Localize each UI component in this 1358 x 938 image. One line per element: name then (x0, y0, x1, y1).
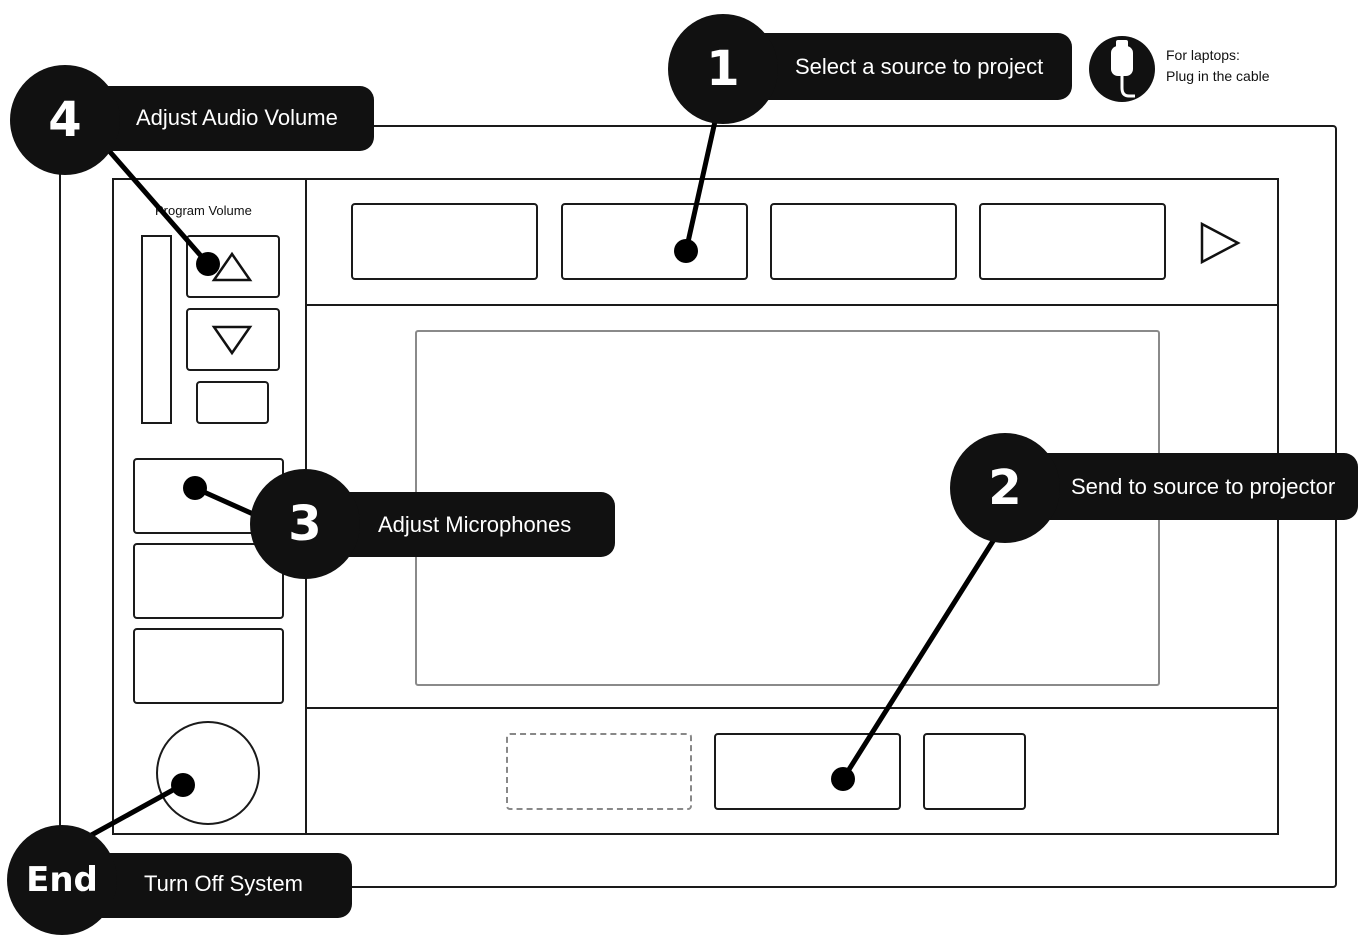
target-dot-source (674, 239, 698, 263)
bottom-small-button[interactable] (923, 733, 1026, 810)
callout-2-text: Send to source to projector (1071, 474, 1336, 499)
target-dot-send (831, 767, 855, 791)
callout-2-badge: 2 (950, 433, 1060, 543)
usb-cable-icon (1089, 36, 1155, 102)
volume-mute-button[interactable] (196, 381, 269, 424)
callout-3-badge: 3 (250, 469, 360, 579)
program-volume-label: Program Volume (155, 203, 252, 218)
triangle-up-icon (211, 251, 253, 282)
triangle-down-icon (211, 325, 253, 356)
callout-end-text: Turn Off System (144, 871, 303, 896)
send-to-projector-button[interactable] (714, 733, 901, 810)
microphone-button-3[interactable] (133, 628, 284, 704)
callout-2-pill (1006, 453, 1358, 520)
source-button-1[interactable] (351, 203, 538, 280)
callout-1-text: Select a source to project (795, 54, 1044, 79)
volume-down-button[interactable] (186, 308, 280, 371)
target-dot-power (171, 773, 195, 797)
volume-up-button[interactable] (186, 235, 280, 298)
source-bar (305, 178, 1279, 306)
target-dot-volume (196, 252, 220, 276)
source-button-3[interactable] (770, 203, 957, 280)
source-button-2[interactable] (561, 203, 748, 280)
source-button-4[interactable] (979, 203, 1166, 280)
callout-1-badge: 1 (668, 14, 778, 124)
laptop-note-line2: Plug in the cable (1166, 68, 1270, 84)
callout-end-badge: End (7, 825, 117, 935)
callout-3-text: Adjust Microphones (378, 512, 572, 537)
bottom-placeholder-button (506, 733, 692, 810)
bottom-bar (305, 707, 1279, 835)
laptop-note-line1: For laptops: (1166, 47, 1240, 63)
callout-4-badge: 4 (10, 65, 120, 175)
target-dot-microphone (183, 476, 207, 500)
callout-1-pill (725, 33, 1072, 100)
microphone-button-2[interactable] (133, 543, 284, 619)
power-off-button[interactable] (156, 721, 260, 825)
callout-4-text: Adjust Audio Volume (136, 105, 338, 130)
volume-level-meter (141, 235, 172, 424)
